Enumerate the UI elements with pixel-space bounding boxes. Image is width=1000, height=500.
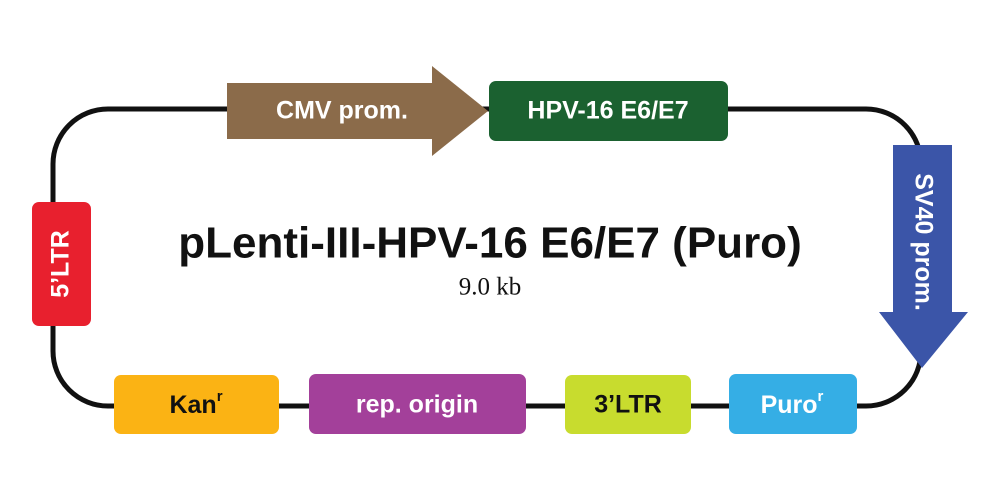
cmv-promoter-feature: CMV prom. <box>227 66 488 156</box>
puro-resistance-feature: Puror <box>729 374 857 434</box>
kan-resistance-label: Kanr <box>169 388 222 419</box>
plasmid-name: pLenti-III-HPV-16 E6/E7 (Puro) <box>178 219 801 268</box>
rep-origin-label: rep. origin <box>356 391 478 419</box>
cmv-promoter-label: CMV prom. <box>276 97 408 125</box>
ltr-3-box <box>565 375 691 434</box>
puro-resistance-superscript: r <box>818 388 824 405</box>
kan-resistance-superscript: r <box>217 388 223 405</box>
ltr-5-box <box>32 202 91 326</box>
hpv-insert-box <box>489 81 728 141</box>
puro-resistance-label: Puror <box>761 388 824 419</box>
cmv-promoter-arrow <box>227 66 488 156</box>
puro-resistance-box <box>729 374 857 434</box>
puro-resistance-name: Puro <box>761 391 818 419</box>
sv40-promoter-label: SV40 prom. <box>909 173 937 311</box>
ltr-5-label: 5’LTR <box>47 230 75 298</box>
rep-origin-box <box>309 374 526 434</box>
kan-resistance-feature: Kanr <box>114 375 279 434</box>
plasmid-size: 9.0 kb <box>459 274 522 301</box>
ltr-5-feature: 5’LTR <box>32 202 91 326</box>
rep-origin-feature: rep. origin <box>309 374 526 434</box>
sv40-promoter-arrow <box>879 145 968 368</box>
kan-resistance-box <box>114 375 279 434</box>
hpv-insert-label: HPV-16 E6/E7 <box>527 97 688 125</box>
ltr-3-feature: 3’LTR <box>565 375 691 434</box>
hpv-insert-feature: HPV-16 E6/E7 <box>489 81 728 141</box>
kan-resistance-name: Kan <box>169 391 216 419</box>
ltr-3-label: 3’LTR <box>594 391 662 419</box>
sv40-promoter-feature: SV40 prom. <box>879 145 968 368</box>
